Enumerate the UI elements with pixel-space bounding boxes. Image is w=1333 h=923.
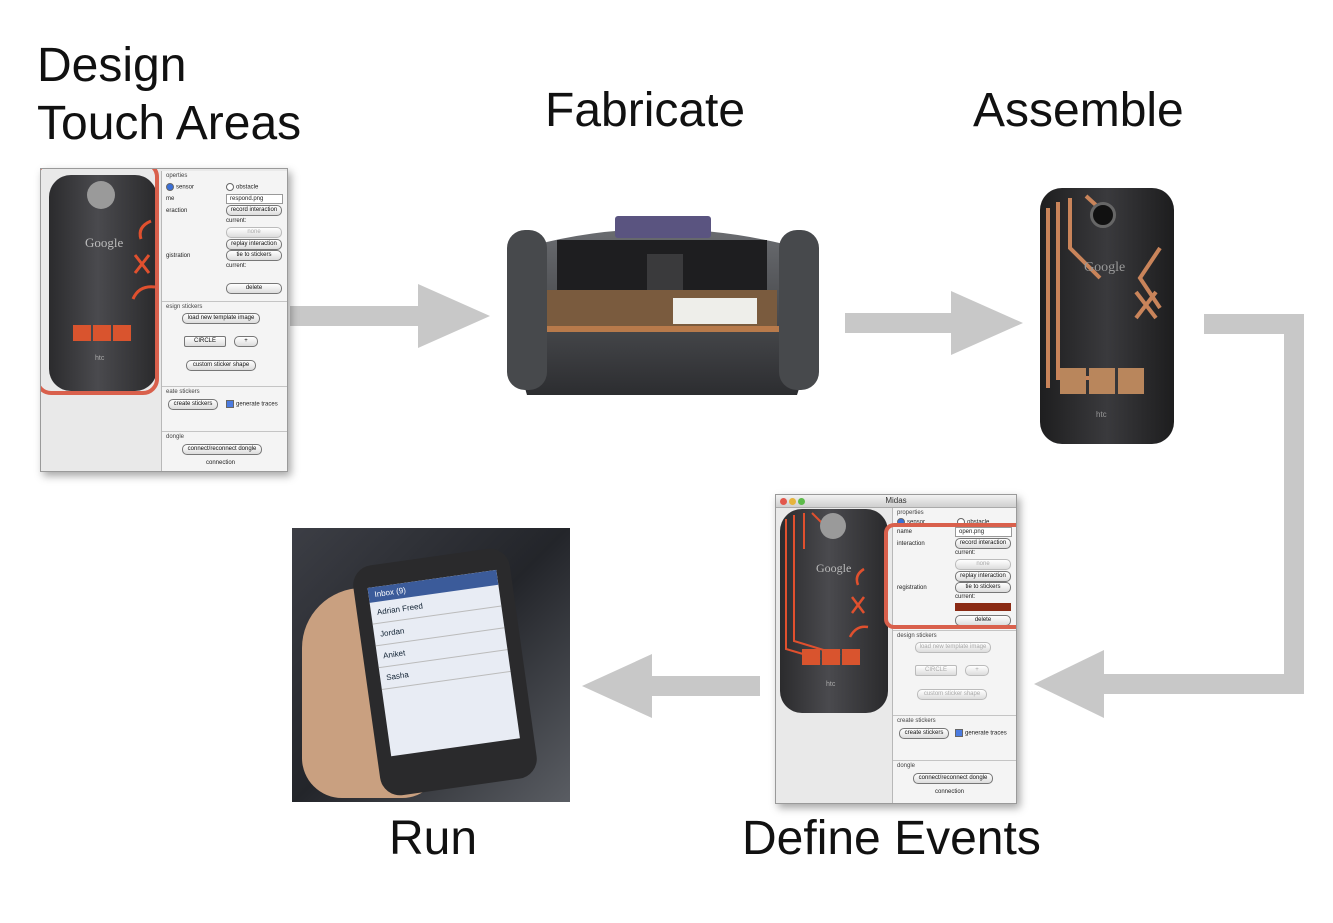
tie-to-stickers-button[interactable]: tie to stickers bbox=[226, 250, 282, 261]
define-events-title: Define Events bbox=[742, 812, 1041, 865]
current-label: current: bbox=[226, 218, 247, 224]
properties-heading-2: properties bbox=[897, 510, 924, 516]
phone-with-traces-image: Google htc bbox=[780, 509, 888, 713]
phone-maker-label-3: htc bbox=[826, 681, 836, 688]
event-controls-highlight bbox=[884, 523, 1016, 629]
delete-button[interactable]: delete bbox=[226, 283, 282, 294]
touch-gesture-marks bbox=[131, 219, 156, 300]
name-input[interactable]: respond.png bbox=[226, 194, 283, 204]
camera-lens bbox=[1090, 202, 1116, 228]
phone-maker-label: htc bbox=[95, 355, 105, 362]
replay-interaction-button[interactable]: replay interaction bbox=[226, 239, 282, 250]
dongle-heading-2: dongle bbox=[897, 763, 916, 769]
camera-circle bbox=[87, 181, 115, 209]
trace-overlay bbox=[785, 512, 869, 660]
phone-back-image: Google htc bbox=[49, 175, 157, 391]
design-touch-areas-title: Design Touch Areas bbox=[37, 39, 302, 150]
copper-pads bbox=[1060, 368, 1144, 399]
plus-button[interactable]: + bbox=[234, 336, 258, 347]
camera-circle-2 bbox=[820, 513, 846, 539]
tie-to-stickers-button-2[interactable]: tie to stickers bbox=[955, 582, 1011, 593]
properties-panel-2: properties sensor obstacle name open.png… bbox=[892, 508, 1016, 803]
held-phone: Inbox (9) Adrian Freed Jordan Aniket Sas… bbox=[350, 546, 540, 798]
name-label-2: name bbox=[897, 529, 913, 535]
arrow-define-to-run bbox=[582, 654, 760, 718]
obstacle-radio[interactable]: obstacle bbox=[226, 183, 258, 191]
record-interaction-button[interactable]: record interaction bbox=[226, 205, 282, 216]
design-stickers-heading-2: design stickers bbox=[897, 633, 937, 639]
shape-select[interactable]: CIRCLE bbox=[184, 336, 226, 347]
current-label-2: current: bbox=[226, 263, 247, 269]
window-title: Midas bbox=[885, 496, 907, 505]
create-stickers-heading-2: create stickers bbox=[897, 718, 936, 724]
phone-maker-label-2: htc bbox=[1096, 410, 1107, 419]
custom-shape-button[interactable]: custom sticker shape bbox=[186, 360, 256, 371]
shape-select-2[interactable]: CIRCLE bbox=[915, 665, 957, 676]
name-input-2[interactable]: open.png bbox=[955, 527, 1012, 537]
arrow-assemble-to-define bbox=[1034, 314, 1304, 718]
generate-traces-checkbox[interactable]: generate traces bbox=[226, 400, 278, 408]
arrow-fabricate-to-assemble bbox=[845, 291, 1023, 355]
properties-panel: operties sensor obstacle me respond.png … bbox=[161, 171, 287, 471]
properties-heading: operties bbox=[166, 173, 188, 179]
fabricate-title: Fabricate bbox=[545, 84, 746, 137]
load-template-button-2[interactable]: load new template image bbox=[915, 642, 991, 653]
assembled-phone-image: Google htc bbox=[1040, 188, 1174, 444]
none-field-2: none bbox=[955, 559, 1011, 570]
phone-brand-label-3: Google bbox=[816, 561, 852, 575]
interaction-label-2: interaction bbox=[897, 541, 925, 547]
copper-traces bbox=[1046, 194, 1162, 388]
design-stickers-heading: esign stickers bbox=[166, 304, 203, 310]
create-stickers-button-2[interactable]: create stickers bbox=[899, 728, 949, 739]
assemble-title: Assemble bbox=[973, 84, 1184, 137]
phone-brand-label: Google bbox=[85, 235, 124, 250]
connect-dongle-button-2[interactable]: connect/reconnect dongle bbox=[913, 773, 993, 784]
current-color-swatch bbox=[955, 603, 1011, 611]
arrow-design-to-fabricate bbox=[290, 284, 490, 348]
design-tool-window: Google htc operties sensor obstacle me r… bbox=[40, 168, 288, 472]
define-events-window: Midas Google htc properties sensor obsta… bbox=[775, 494, 1017, 804]
sticker-pads bbox=[73, 325, 131, 346]
current-label-3: current: bbox=[955, 550, 976, 556]
run-photo: Inbox (9) Adrian Freed Jordan Aniket Sas… bbox=[292, 528, 570, 802]
generate-traces-checkbox-2[interactable]: generate traces bbox=[955, 729, 1007, 737]
replay-interaction-button-2[interactable]: replay interaction bbox=[955, 571, 1011, 582]
phone-screen: Inbox (9) Adrian Freed Jordan Aniket Sas… bbox=[367, 569, 520, 757]
window-titlebar: Midas bbox=[776, 495, 1016, 508]
registration-label: gistration bbox=[166, 253, 191, 259]
none-field: none bbox=[226, 227, 282, 238]
record-interaction-button-2[interactable]: record interaction bbox=[955, 538, 1011, 549]
create-stickers-button[interactable]: create stickers bbox=[168, 399, 218, 410]
custom-shape-button-2[interactable]: custom sticker shape bbox=[917, 689, 987, 700]
current-label-4: current: bbox=[955, 594, 976, 600]
registration-label-2: registration bbox=[897, 585, 927, 591]
connection-status-2: connection bbox=[935, 789, 965, 795]
create-stickers-heading: eate stickers bbox=[166, 389, 200, 395]
load-template-button[interactable]: load new template image bbox=[182, 313, 260, 324]
run-title: Run bbox=[389, 812, 478, 865]
sticker-pads-2 bbox=[802, 649, 860, 670]
interaction-label: eraction bbox=[166, 208, 188, 214]
connection-status: connection bbox=[206, 460, 236, 466]
vinyl-cutter-image bbox=[507, 216, 819, 395]
plus-button-2[interactable]: + bbox=[965, 665, 989, 676]
dongle-heading: dongle bbox=[166, 434, 185, 440]
connect-dongle-button[interactable]: connect/reconnect dongle bbox=[182, 444, 262, 455]
sensor-radio[interactable]: sensor bbox=[166, 183, 194, 191]
phone-brand-label-2: Google bbox=[1084, 260, 1126, 275]
name-label: me bbox=[166, 196, 175, 202]
touch-area-highlight bbox=[41, 169, 159, 395]
